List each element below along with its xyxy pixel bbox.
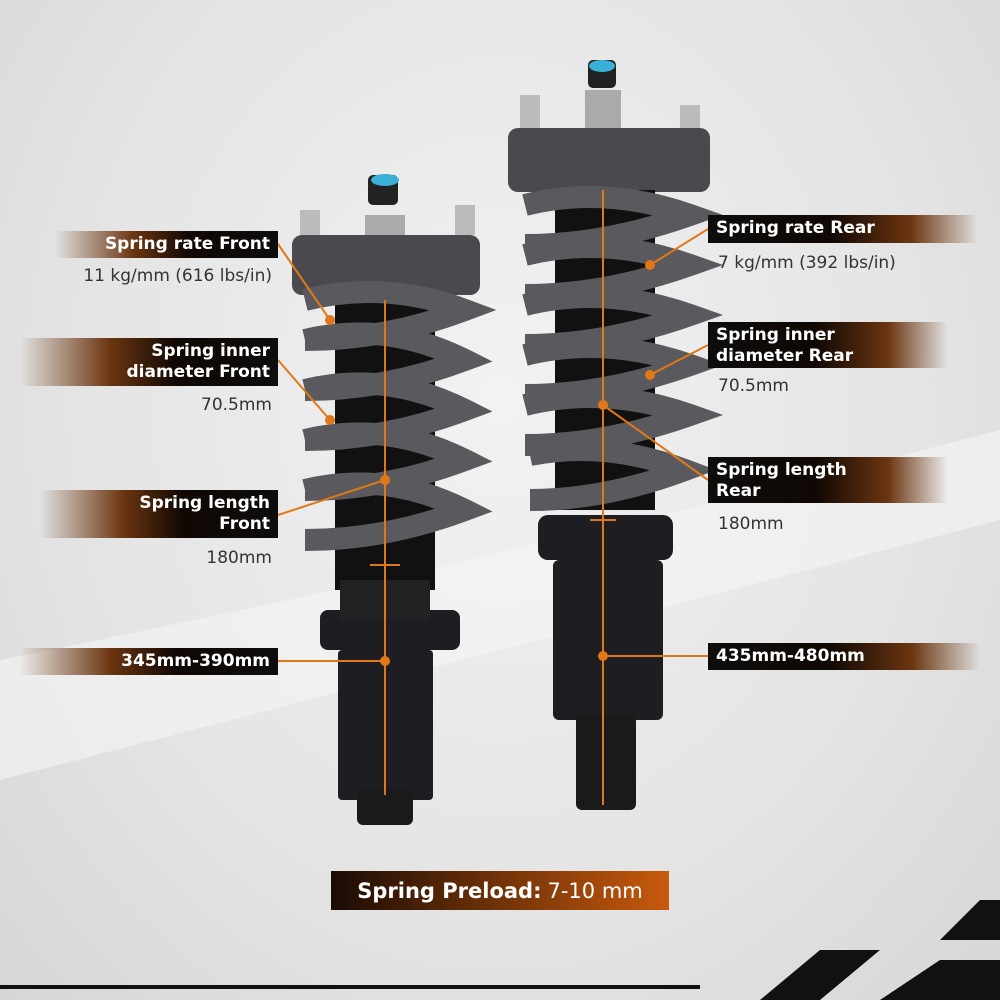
front-spring-length-value: 180mm [206,548,272,568]
label-line: diameter Front [126,362,271,382]
measurement-lines [277,190,709,805]
label-line: Spring inner [151,341,270,361]
front-inner-diameter-value: 70.5mm [201,395,272,415]
front-spring-length-label: Spring length Front [40,490,278,538]
rear-spring-rate-label: Spring rate Rear [708,215,978,243]
rear-total-length-label: 435mm-480mm [708,643,980,670]
front-total-length-label: 345mm-390mm [20,648,278,675]
rear-inner-diameter-label: Spring inner diameter Rear [708,322,948,368]
label-line: Spring inner [716,325,835,345]
label-line: Rear [716,481,761,501]
preload-label: Spring Preload: [357,878,542,903]
label-line: diameter Rear [716,346,854,366]
label-line: Spring length [139,493,270,513]
front-spring-rate-label: Spring rate Front [55,231,278,258]
rear-inner-diameter-value: 70.5mm [718,376,789,396]
rear-spring-length-value: 180mm [718,514,784,534]
rear-coilover [508,60,724,810]
label-line: Spring length [716,460,847,480]
front-inner-diameter-label: Spring inner diameter Front [20,338,278,386]
rear-spring-rate-value: 7 kg/mm (392 lbs/in) [718,253,896,273]
front-spring-rate-value: 11 kg/mm (616 lbs/in) [83,266,272,286]
rear-spring-length-label: Spring length Rear [708,457,948,503]
spring-preload-banner: Spring Preload: 7-10 mm [331,871,669,910]
label-line: Front [219,514,270,534]
preload-value: 7-10 mm [547,878,643,903]
